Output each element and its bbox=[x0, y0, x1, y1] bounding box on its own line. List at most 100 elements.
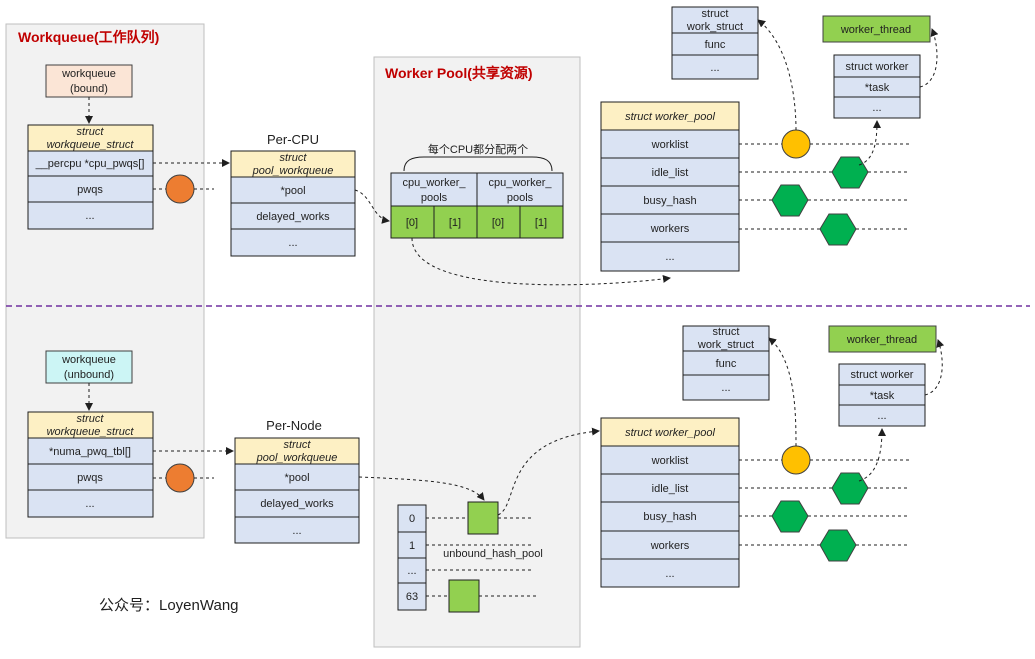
field-workers: workers bbox=[650, 540, 690, 552]
bound-workqueue-struct: struct workqueue_struct __percpu *cpu_pw… bbox=[27, 124, 154, 230]
field-busy-hash: busy_hash bbox=[643, 195, 696, 207]
pools-header-line-1: cpu_worker_ bbox=[489, 177, 553, 189]
struct-field-more: ... bbox=[710, 62, 719, 74]
tag-line-2: (bound) bbox=[70, 83, 108, 95]
struct-keyword: struct bbox=[77, 126, 105, 138]
pwqs-list-node-circle bbox=[165, 463, 195, 493]
pools-header-line-2: pools bbox=[421, 192, 448, 204]
idle-worker-hexagon bbox=[831, 156, 869, 189]
struct-field-delayed-works: delayed_works bbox=[260, 498, 334, 510]
struct-field-more: ... bbox=[85, 498, 94, 510]
field-idle-list: idle_list bbox=[652, 167, 689, 179]
struct-field-cpu-pwqs: __percpu *cpu_pwqs[] bbox=[35, 158, 145, 170]
struct-name: workqueue_struct bbox=[47, 139, 135, 151]
struct-field-func: func bbox=[716, 358, 737, 370]
field-more: ... bbox=[665, 251, 674, 263]
struct-name: pool_workqueue bbox=[252, 165, 334, 177]
field-idle-list: idle_list bbox=[652, 483, 689, 495]
unbound-hash-pool-array: 0 1 ... 63 bbox=[397, 504, 427, 611]
unbound-workqueue-tag: workqueue (unbound) bbox=[45, 350, 133, 384]
struct-field-task: *task bbox=[870, 390, 895, 402]
struct-field-more: ... bbox=[85, 210, 94, 222]
struct-name: struct worker_pool bbox=[625, 427, 715, 439]
pool-index-0: [0] bbox=[492, 217, 504, 229]
hash-index-ellipsis: ... bbox=[407, 565, 416, 577]
hash-pool-entry-63 bbox=[448, 579, 480, 613]
struct-field-more: ... bbox=[877, 410, 886, 422]
pool-index-0: [0] bbox=[406, 217, 418, 229]
pools-header-line-2: pools bbox=[507, 192, 534, 204]
struct-keyword: struct bbox=[280, 152, 308, 164]
unbound-pool-workqueue-struct: struct pool_workqueue *pool delayed_work… bbox=[234, 437, 360, 544]
struct-keyword: struct bbox=[713, 326, 740, 338]
work-item-circle bbox=[781, 129, 811, 159]
struct-field-more: ... bbox=[288, 237, 297, 249]
struct-name: workqueue_struct bbox=[47, 426, 135, 438]
bound-worker-struct: struct worker *task ... bbox=[833, 54, 921, 119]
unbound-worker-struct: struct worker *task ... bbox=[838, 363, 926, 427]
struct-field-pool: *pool bbox=[280, 185, 305, 197]
struct-field-delayed-works: delayed_works bbox=[256, 211, 330, 223]
pwqs-list-node-circle bbox=[165, 174, 195, 204]
unbound-workqueue-struct: struct workqueue_struct *numa_pwq_tbl[] … bbox=[27, 411, 154, 518]
worker-thread-label: worker_thread bbox=[846, 334, 917, 346]
work-item-circle bbox=[781, 445, 811, 475]
struct-field-more: ... bbox=[292, 525, 301, 537]
per-node-label: Per-Node bbox=[266, 418, 322, 433]
field-busy-hash: busy_hash bbox=[643, 511, 696, 523]
unbound-worker-pool-struct: struct worker_pool worklist idle_list bu… bbox=[600, 417, 740, 588]
struct-name: struct worker bbox=[851, 369, 914, 381]
struct-field-func: func bbox=[705, 39, 726, 51]
pool-index-1: [1] bbox=[535, 217, 547, 229]
brace-label: 每个CPU都分配两个 bbox=[428, 142, 528, 156]
field-workers: workers bbox=[650, 223, 690, 235]
cpu-worker-pools-array: cpu_worker_ pools cpu_worker_ pools [0] … bbox=[390, 172, 564, 239]
struct-field-pool: *pool bbox=[284, 472, 309, 484]
bound-work-struct: struct work_struct func ... bbox=[671, 6, 759, 80]
struct-field-pwqs: pwqs bbox=[77, 472, 103, 484]
struct-keyword: struct bbox=[702, 8, 729, 20]
struct-name: struct worker_pool bbox=[625, 111, 715, 123]
hash-index-1: 1 bbox=[409, 540, 415, 552]
struct-field-numa-pwq-tbl: *numa_pwq_tbl[] bbox=[49, 446, 131, 458]
field-more: ... bbox=[665, 568, 674, 580]
per-cpu-label: Per-CPU bbox=[267, 132, 319, 147]
worker-thread-label: worker_thread bbox=[840, 24, 911, 36]
field-worklist: worklist bbox=[651, 455, 689, 467]
tag-line-1: workqueue bbox=[61, 68, 116, 80]
unbound-hash-pool-label: unbound_hash_pool bbox=[443, 548, 543, 560]
pool-index-1: [1] bbox=[449, 217, 461, 229]
bound-pool-workqueue-struct: struct pool_workqueue *pool delayed_work… bbox=[230, 150, 356, 257]
hash-index-0: 0 bbox=[409, 513, 415, 525]
hash-pool-entry-0 bbox=[467, 501, 499, 535]
busy-worker-hexagon bbox=[771, 184, 809, 217]
worker-hexagon bbox=[819, 529, 857, 562]
struct-name: work_struct bbox=[697, 339, 754, 351]
struct-field-more: ... bbox=[721, 382, 730, 394]
field-worklist: worklist bbox=[651, 139, 689, 151]
struct-keyword: struct bbox=[284, 439, 312, 451]
workqueue-section-title: Workqueue(工作队列) bbox=[18, 29, 159, 45]
tag-line-1: workqueue bbox=[61, 354, 116, 366]
busy-worker-hexagon bbox=[771, 500, 809, 533]
bound-worker-thread: worker_thread bbox=[822, 15, 931, 43]
brace bbox=[403, 156, 553, 172]
struct-keyword: struct bbox=[77, 413, 105, 425]
bound-worker-pool-struct: struct worker_pool worklist idle_list bu… bbox=[600, 101, 740, 272]
pools-header-line-1: cpu_worker_ bbox=[403, 177, 467, 189]
bound-workqueue-tag: workqueue (bound) bbox=[45, 64, 133, 98]
struct-name: work_struct bbox=[686, 21, 743, 33]
unbound-work-struct: struct work_struct func ... bbox=[682, 325, 770, 401]
worker-pool-section-title: Worker Pool(共享资源) bbox=[385, 65, 533, 81]
struct-field-pwqs: pwqs bbox=[77, 184, 103, 196]
unbound-worker-thread: worker_thread bbox=[828, 325, 937, 353]
idle-worker-hexagon bbox=[831, 472, 869, 505]
struct-field-task: *task bbox=[865, 82, 890, 94]
hash-index-63: 63 bbox=[406, 591, 418, 603]
struct-field-more: ... bbox=[872, 102, 881, 114]
footer-credit: 公众号：LoyenWang bbox=[99, 597, 239, 614]
worker-hexagon bbox=[819, 213, 857, 246]
tag-line-2: (unbound) bbox=[64, 369, 114, 381]
